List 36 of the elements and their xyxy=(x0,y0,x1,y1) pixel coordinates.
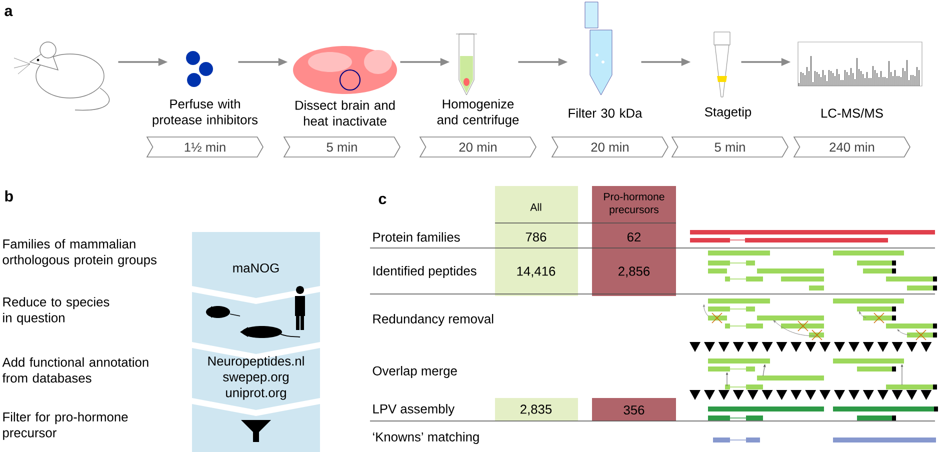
duration-tag: 20 min xyxy=(551,136,668,158)
step-description: Filter for pro-hormone precursor xyxy=(3,412,128,440)
row-label: Overlap merge xyxy=(372,366,457,378)
step-description: Add functional annotation from databases xyxy=(2,357,148,383)
row-label: ‘Knowns’ matching xyxy=(373,432,479,444)
row-label: Redundancy removal xyxy=(373,314,494,326)
step-label: Filter 30 kDa xyxy=(568,108,642,118)
cell-value: 2,835 xyxy=(520,404,552,416)
duration-tag: 1½ min xyxy=(146,136,264,158)
column-header: All xyxy=(530,203,542,211)
step-description: Families of mammalian orthologous protein groups xyxy=(2,239,156,267)
row-label: Identified peptides xyxy=(373,266,476,278)
cell-value: 2,856 xyxy=(618,266,650,278)
step-label: Dissect brain and heat inactivate xyxy=(296,100,395,126)
band-section: maNOG xyxy=(192,232,320,298)
band-section: Neuropeptides.nl swepep.org uniprot.org xyxy=(192,348,320,410)
cell-value: 356 xyxy=(624,405,644,415)
cell-value: 14,416 xyxy=(517,266,556,278)
row-label: Protein families xyxy=(373,232,460,242)
step-label: LC-MS/MS xyxy=(822,108,883,118)
duration-tag: 240 min xyxy=(793,136,910,158)
cell-value: 62 xyxy=(628,232,641,242)
step-label: Stagetip xyxy=(704,107,752,119)
step-description: Reduce to species in question xyxy=(3,297,110,325)
cell-value: 786 xyxy=(526,232,546,242)
panel-label: c xyxy=(378,196,386,204)
column-header: Pro-hormone precursors xyxy=(604,192,664,216)
mouse-drawing xyxy=(14,42,110,111)
duration-tag: 20 min xyxy=(419,136,536,158)
step-label: Homogenize and centrifuge xyxy=(437,99,519,127)
step-label: Perfuse with protease inhibitors xyxy=(152,99,258,127)
row-label: LPV assembly xyxy=(373,404,455,416)
panel-label: b xyxy=(5,190,13,202)
duration-tag: 5 min xyxy=(283,136,400,158)
duration-tag: 5 min xyxy=(671,136,788,158)
panel-label: a xyxy=(4,8,13,16)
